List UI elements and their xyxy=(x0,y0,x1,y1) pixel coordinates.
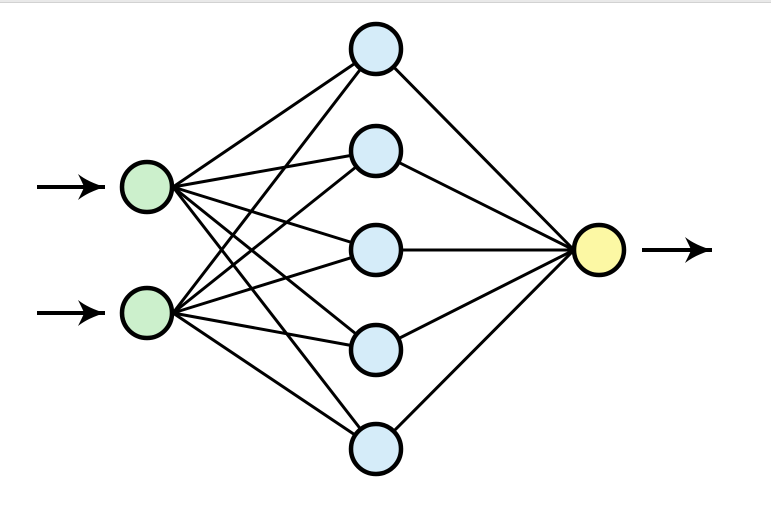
edge-input-1-hidden-4 xyxy=(172,185,377,352)
hidden-5-node xyxy=(348,421,404,477)
edges-group xyxy=(171,47,576,451)
arrows-group xyxy=(37,174,712,326)
edge-hidden-5-output-1 xyxy=(374,248,576,451)
edge-input-2-hidden-5 xyxy=(172,311,377,451)
edge-input-1-hidden-5 xyxy=(171,186,378,450)
edge-input-1-hidden-1 xyxy=(172,47,377,189)
nodes-group xyxy=(119,21,627,477)
hidden-1-node xyxy=(348,21,404,77)
hidden-3-node xyxy=(348,222,404,278)
edge-input-2-hidden-3 xyxy=(172,248,377,315)
edge-input-2-hidden-2 xyxy=(172,149,377,315)
edge-input-1-hidden-3 xyxy=(172,185,377,252)
edge-hidden-2-output-1 xyxy=(375,149,575,252)
edge-input-2-hidden-4 xyxy=(172,311,377,352)
input-1-node xyxy=(119,159,175,215)
window-top-edge xyxy=(0,0,771,3)
edge-input-1-hidden-2 xyxy=(172,149,377,189)
edge-hidden-4-output-1 xyxy=(375,248,575,352)
edge-input-2-hidden-1 xyxy=(171,48,378,314)
edge-hidden-1-output-1 xyxy=(374,47,576,252)
input-2-node xyxy=(119,285,175,341)
hidden-2-node xyxy=(348,123,404,179)
output-1-node xyxy=(571,222,627,278)
hidden-4-node xyxy=(348,322,404,378)
